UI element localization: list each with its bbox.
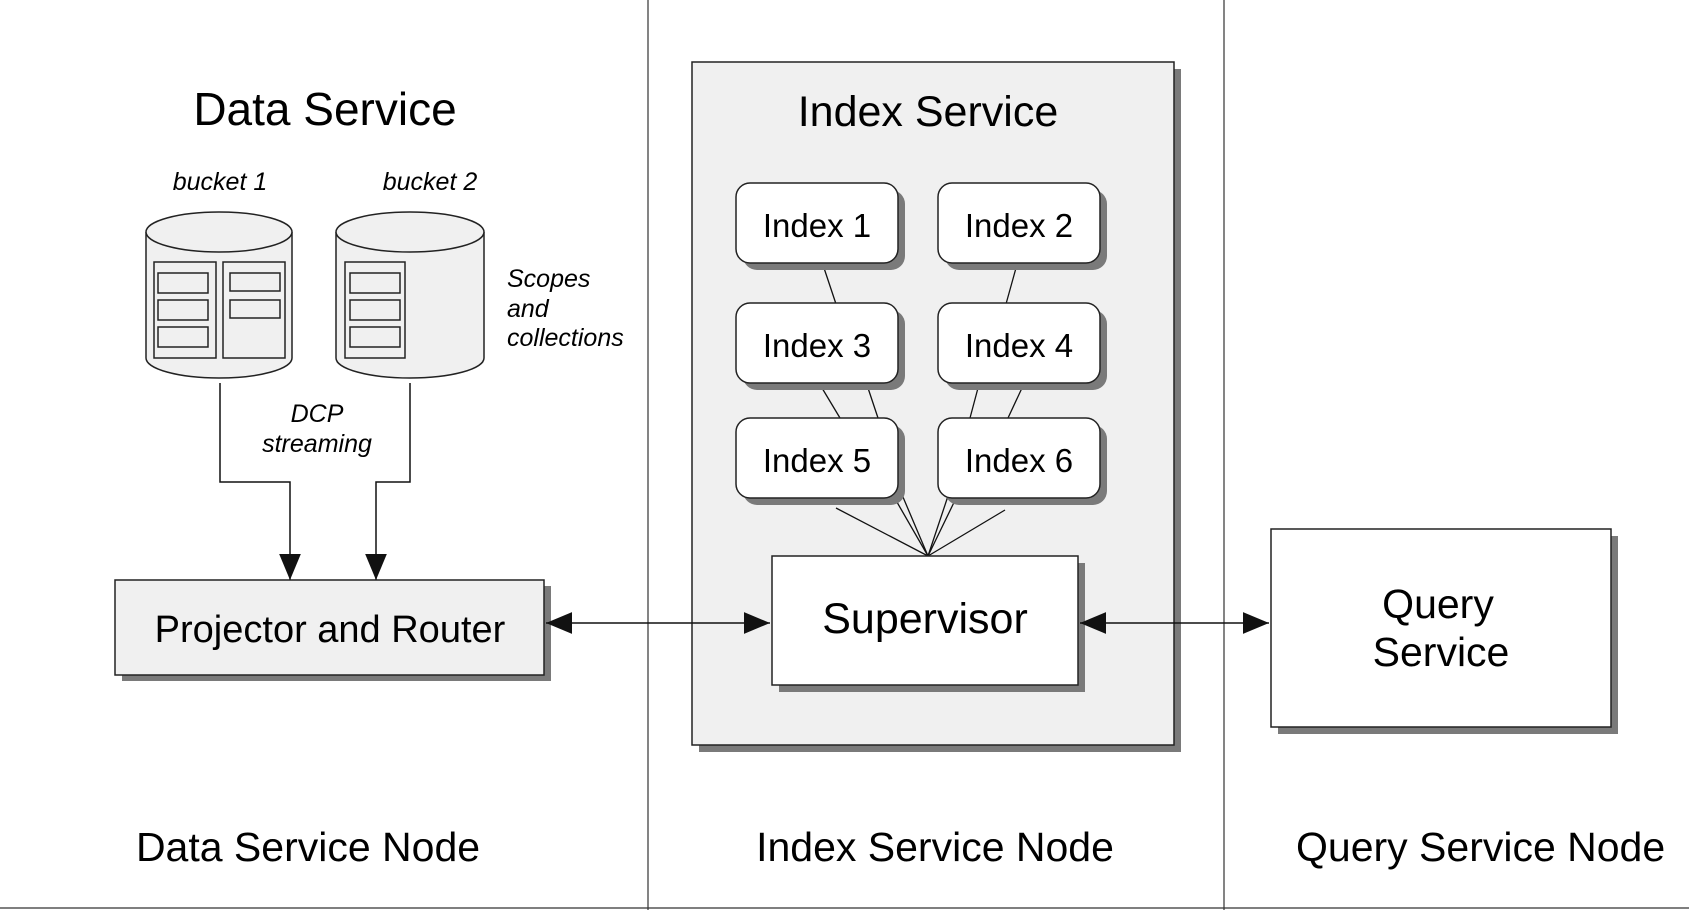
projector-router-box (114, 579, 551, 681)
dcp-stream-bucket-2 (365, 383, 411, 580)
query-service-box (1270, 528, 1618, 734)
index-box-3 (735, 302, 905, 390)
bucket-1-label: bucket 1 (173, 168, 268, 196)
index-box-4 (937, 302, 1107, 390)
index-3-label: Index 3 (763, 327, 871, 364)
index-6-label: Index 6 (965, 442, 1073, 479)
dcp-label-line2: streaming (262, 430, 372, 458)
data-service-node-label: Data Service Node (136, 824, 480, 870)
index-box-1 (735, 182, 905, 270)
bucket-2-label: bucket 2 (383, 168, 478, 196)
query-service-node-label: Query Service Node (1296, 824, 1665, 870)
index-4-label: Index 4 (965, 327, 1073, 364)
scopes-label-line3: collections (507, 324, 624, 352)
index-box-5 (735, 417, 905, 505)
bucket-1-cylinder-icon (145, 211, 293, 379)
scopes-label-line2: and (507, 295, 550, 323)
supervisor-box (771, 555, 1085, 692)
dcp-stream-bucket-1 (219, 383, 301, 580)
index-service-title: Index Service (798, 88, 1059, 136)
index-2-label: Index 2 (965, 207, 1073, 244)
projector-router-label: Projector and Router (155, 609, 506, 651)
bucket-2-cylinder-icon (335, 211, 485, 379)
data-service-title: Data Service (193, 83, 456, 135)
scopes-label-line1: Scopes (507, 265, 590, 293)
index-box-6 (937, 417, 1107, 505)
index-1-label: Index 1 (763, 207, 871, 244)
index-service-node-label: Index Service Node (756, 824, 1114, 870)
index-5-label: Index 5 (763, 442, 871, 479)
dcp-label-line1: DCP (291, 400, 344, 428)
index-box-2 (937, 182, 1107, 270)
query-service-label-line2: Service (1373, 629, 1510, 675)
supervisor-label: Supervisor (822, 595, 1028, 643)
query-service-label-line1: Query (1382, 581, 1494, 627)
